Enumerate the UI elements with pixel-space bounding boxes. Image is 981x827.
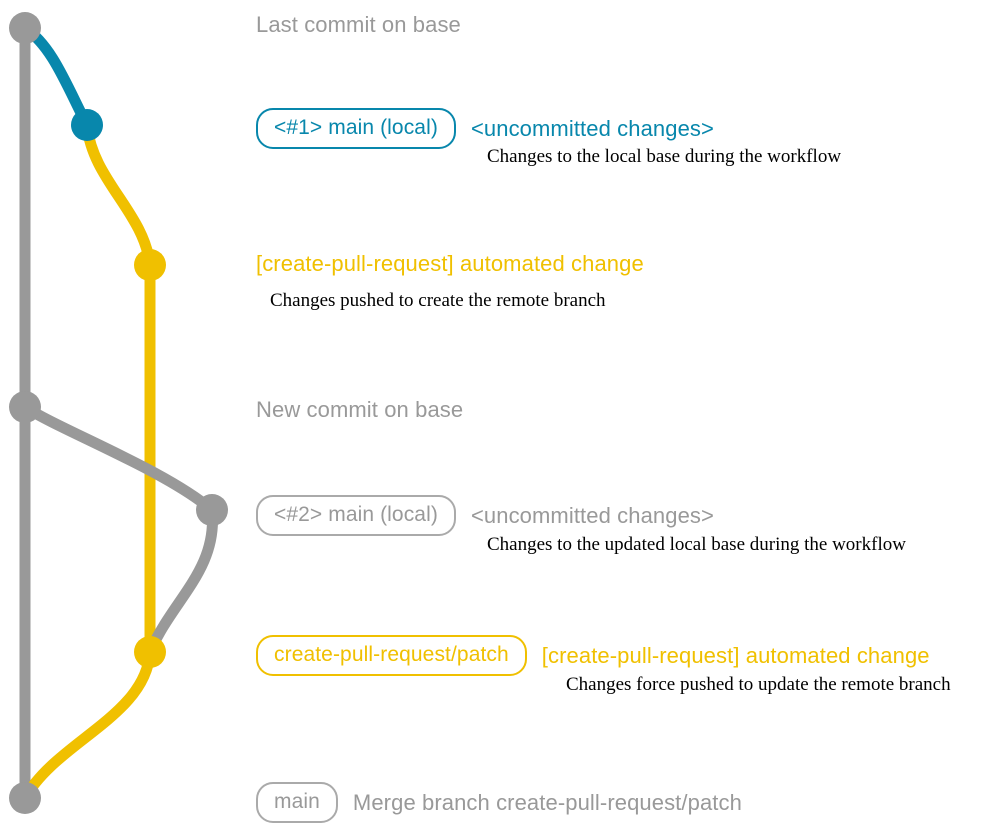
commit-subject-last-commit-on-base: Last commit on base (256, 12, 461, 37)
commit-subject-local-uncommitted-1: <uncommitted changes> (470, 115, 714, 141)
ref-badge-create-pull-request-patch[interactable]: create-pull-request/patch (256, 635, 527, 676)
commit-row-merge-commit: main Merge branch create-pull-request/pa… (256, 782, 742, 823)
commit-caption-local-uncommitted-2: Changes to the updated local base during… (487, 534, 906, 555)
commit-subject-merge-commit: Merge branch create-pull-request/patch (352, 789, 742, 815)
commit-caption-automated-change-create: Changes pushed to create the remote bran… (270, 290, 606, 311)
commit-subject-new-commit-on-base: New commit on base (256, 397, 464, 422)
commit-subject-local-uncommitted-2: <uncommitted changes> (470, 502, 714, 528)
commit-node-remote-1[interactable] (134, 249, 166, 281)
commit-row-local-uncommitted-2: <#2> main (local) <uncommitted changes> (256, 495, 714, 536)
edge-remote2-to-merge (19, 646, 156, 804)
commit-subject-automated-change-update: [create-pull-request] automated change (541, 642, 930, 668)
edge-base-to-local2 (19, 401, 218, 516)
commit-subject-automated-change-create: [create-pull-request] automated change (256, 251, 644, 276)
commit-row-automated-change-update: create-pull-request/patch [create-pull-r… (256, 635, 930, 676)
commit-node-base-new[interactable] (9, 391, 41, 423)
edge-local1-to-remote1 (81, 119, 156, 271)
commit-node-base-merge[interactable] (9, 782, 41, 814)
ref-badge-main[interactable]: main (256, 782, 338, 823)
commit-node-local-1[interactable] (71, 109, 103, 141)
commit-node-local-2[interactable] (196, 494, 228, 526)
commit-node-base-head[interactable] (9, 12, 41, 44)
edge-local2-to-remote2 (144, 504, 219, 658)
ref-badge-main-local-1[interactable]: <#1> main (local) (256, 108, 456, 149)
commit-caption-local-uncommitted-1: Changes to the local base during the wor… (487, 146, 842, 167)
commit-node-remote-2[interactable] (134, 636, 166, 668)
ref-badge-main-local-2[interactable]: <#2> main (local) (256, 495, 456, 536)
commit-row-automated-change-create: [create-pull-request] automated change (256, 253, 644, 275)
commit-row-local-uncommitted-1: <#1> main (local) <uncommitted changes> (256, 108, 714, 149)
commit-caption-automated-change-update: Changes force pushed to update the remot… (566, 674, 951, 695)
